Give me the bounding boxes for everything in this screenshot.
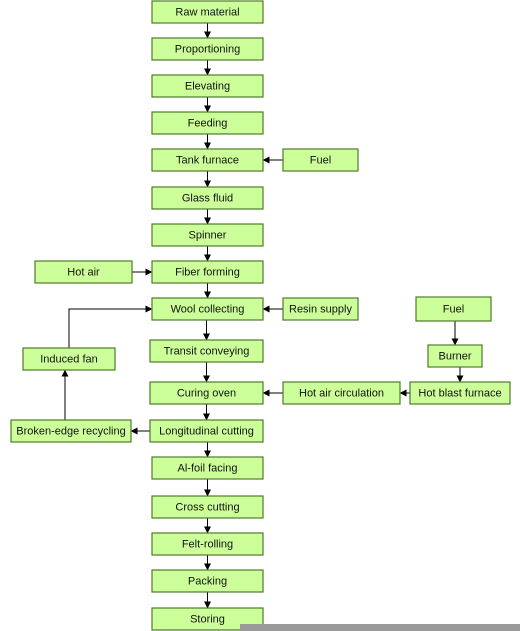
node-label: Burner xyxy=(438,351,471,363)
node-label: Cross cutting xyxy=(175,502,239,514)
node-box xyxy=(409,381,511,405)
node-label: Storing xyxy=(190,614,225,626)
node-box xyxy=(151,495,264,519)
node-label: Hot air xyxy=(67,267,100,279)
node-box xyxy=(151,0,264,24)
node-label: Induced fan xyxy=(40,354,98,366)
node-box xyxy=(151,74,264,98)
node-storing: Storing xyxy=(151,607,264,631)
node-raw-material: Raw material xyxy=(151,0,264,24)
node-induced-fan: Induced fan xyxy=(22,347,116,371)
node-fiber-forming: Fiber forming xyxy=(151,260,264,284)
node-hot-blast-furnace: Hot blast furnace xyxy=(409,381,511,405)
node-label: Hot air circulation xyxy=(299,388,384,400)
node-spinner: Spinner xyxy=(151,223,264,247)
edges xyxy=(61,23,464,609)
node-label: Tank furnace xyxy=(176,155,239,167)
node-box xyxy=(151,532,264,556)
node-hot-air: Hot air xyxy=(34,260,133,284)
node-fuel-2: Fuel xyxy=(415,296,492,322)
node-label: Fuel xyxy=(443,304,464,316)
node-box xyxy=(151,569,264,593)
node-box xyxy=(151,223,264,247)
node-burner: Burner xyxy=(427,344,483,368)
node-tank-furnace: Tank furnace xyxy=(151,148,264,172)
node-box xyxy=(149,419,264,443)
node-felt-rolling: Felt-rolling xyxy=(151,532,264,556)
node-label: Raw material xyxy=(175,7,239,19)
node-transit-conveying: Transit conveying xyxy=(149,339,264,363)
node-feeding: Feeding xyxy=(151,111,264,135)
node-box xyxy=(10,419,132,443)
node-label: Broken-edge recycling xyxy=(16,426,125,438)
node-box xyxy=(22,347,116,371)
node-cross-cutting: Cross cutting xyxy=(151,495,264,519)
node-label: Packing xyxy=(188,576,227,588)
node-box xyxy=(149,339,264,363)
node-box xyxy=(282,381,401,405)
node-fuel-1: Fuel xyxy=(282,148,359,172)
node-label: Glass fluid xyxy=(182,193,233,205)
node-box xyxy=(415,296,492,322)
node-label: Felt-rolling xyxy=(182,539,233,551)
node-label: Fuel xyxy=(310,155,331,167)
node-label: Feeding xyxy=(188,118,228,130)
node-box xyxy=(34,260,133,284)
node-box xyxy=(151,297,264,321)
node-label: Curing oven xyxy=(177,388,236,400)
footer-bar xyxy=(240,624,520,631)
node-box xyxy=(427,344,483,368)
node-resin-supply: Resin supply xyxy=(282,297,359,321)
node-label: Transit conveying xyxy=(164,346,250,358)
node-al-foil-facing: Al-foil facing xyxy=(151,456,264,480)
node-hot-air-circulation: Hot air circulation xyxy=(282,381,401,405)
node-box xyxy=(151,148,264,172)
node-box xyxy=(151,111,264,135)
node-label: Al-foil facing xyxy=(178,463,238,475)
node-box xyxy=(151,260,264,284)
node-longitudinal-cutting: Longitudinal cutting xyxy=(149,419,264,443)
node-box xyxy=(151,186,264,210)
node-label: Spinner xyxy=(189,230,227,242)
node-elevating: Elevating xyxy=(151,74,264,98)
node-broken-edge-recycling: Broken-edge recycling xyxy=(10,419,132,443)
node-proportioning: Proportioning xyxy=(151,37,264,61)
node-wool-collecting: Wool collecting xyxy=(151,297,264,321)
node-label: Elevating xyxy=(185,81,230,93)
arrow-induced-fan-to-wool-collecting xyxy=(68,305,153,348)
node-box xyxy=(282,297,359,321)
nodes: Raw materialProportioningElevatingFeedin… xyxy=(10,0,511,631)
node-glass-fluid: Glass fluid xyxy=(151,186,264,210)
node-label: Hot blast furnace xyxy=(418,388,501,400)
node-label: Wool collecting xyxy=(171,304,245,316)
node-label: Fiber forming xyxy=(175,267,240,279)
node-label: Resin supply xyxy=(289,304,352,316)
node-box xyxy=(151,607,264,631)
node-label: Longitudinal cutting xyxy=(159,426,254,438)
node-box xyxy=(151,456,264,480)
node-packing: Packing xyxy=(151,569,264,593)
node-box xyxy=(149,381,264,405)
node-curing-oven: Curing oven xyxy=(149,381,264,405)
node-label: Proportioning xyxy=(175,44,240,56)
node-box xyxy=(282,148,359,172)
node-box xyxy=(151,37,264,61)
